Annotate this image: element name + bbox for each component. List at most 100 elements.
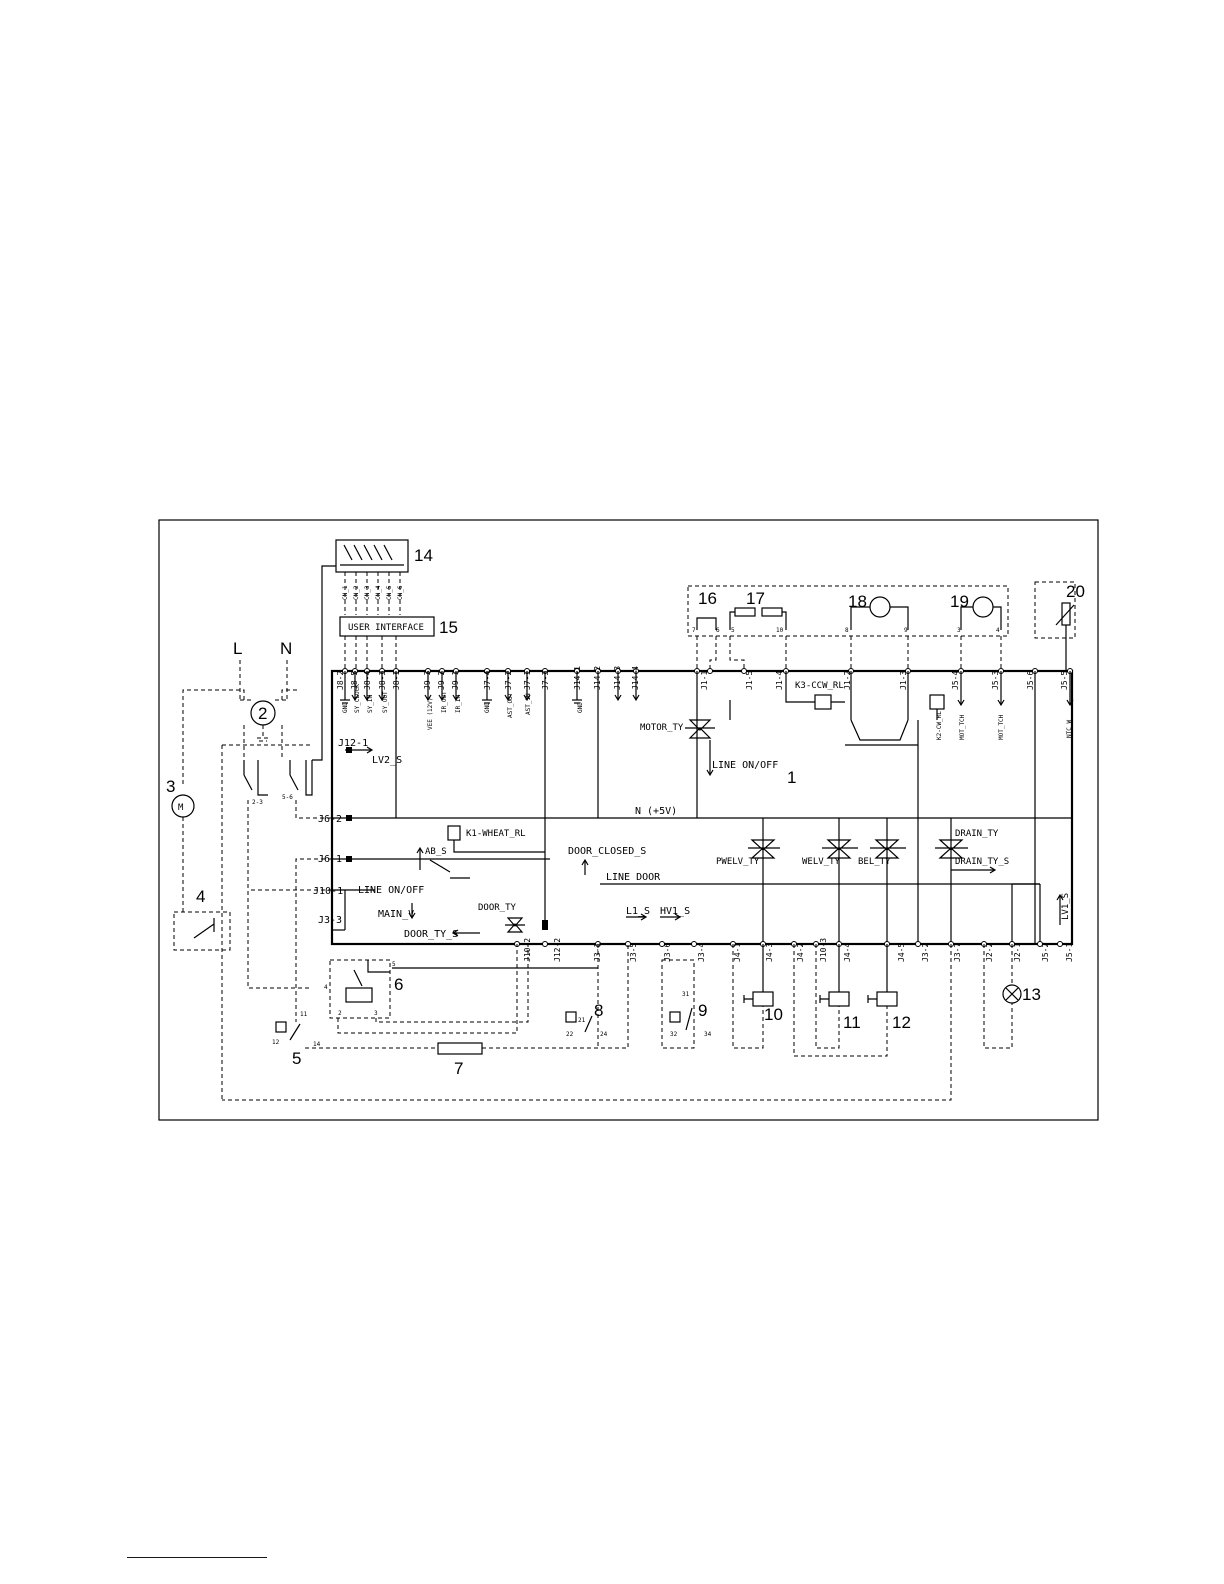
label-2: 2 (258, 704, 267, 723)
label-12: 12 (892, 1013, 911, 1032)
svg-text:M: M (178, 803, 184, 813)
user-interface-label: USER INTERFACE (348, 623, 424, 633)
motor-18 (869, 596, 891, 618)
svg-text:CN_4: CN_4 (375, 585, 382, 600)
top-pin-stubs (340, 671, 1074, 944)
svg-text:34: 34 (704, 1031, 712, 1038)
svg-text:VEE (12V): VEE (12V) (427, 697, 434, 730)
selector-contacts (340, 544, 404, 566)
main-v-label: MAIN_V (378, 909, 414, 920)
svg-text:J1-1: J1-1 (700, 671, 709, 690)
supply-n-label: N (280, 639, 292, 658)
line-onoff-left: LINE ON/OFF (358, 885, 424, 896)
pressure-switch-9 (669, 1011, 681, 1023)
svg-text:J5-3: J5-3 (991, 671, 1000, 690)
svg-text:MOT_TCH: MOT_TCH (959, 714, 966, 740)
label-4: 4 (196, 887, 205, 906)
svg-text:9: 9 (904, 627, 908, 634)
selector-switch-14 (335, 539, 409, 573)
label-18: 18 (848, 592, 867, 611)
heater-17a (734, 607, 756, 617)
bottom-pin-labels: J10-2 J12-2 J3-1 J3-5 J3-6 J3-4 J4-1 J4-… (523, 938, 1074, 962)
ntc-box (1034, 581, 1076, 639)
svg-text:J3-2: J3-2 (921, 943, 930, 962)
svg-text:21: 21 (578, 1017, 586, 1024)
valve-10 (752, 991, 774, 1007)
svg-text:CN_3: CN_3 (364, 585, 371, 600)
svg-text:J3-4: J3-4 (697, 943, 706, 962)
svg-text:J1-3: J1-3 (899, 671, 908, 690)
door-switch-4 (173, 911, 231, 951)
label-13: 13 (1022, 985, 1041, 1004)
label-1: 1 (787, 768, 796, 787)
pressure-switch-8 (565, 1011, 577, 1023)
lv2-label: LV2_S (372, 755, 402, 766)
label-10: 10 (764, 1005, 783, 1024)
line-onoff-label: LINE ON/OFF (712, 760, 778, 771)
svg-text:SY_IN: SY_IN (367, 695, 374, 713)
ribbon-wires: CN_1 CN_2 CN_3 CN_4 CN_5 CN_6 (342, 572, 404, 615)
door-ty-s-label: DOOR_TY_S (404, 929, 458, 940)
svg-text:31: 31 (682, 991, 690, 998)
svg-text:J3-5: J3-5 (629, 943, 638, 962)
svg-text:GND: GND (577, 702, 584, 713)
load-terminals: 7 6 5 10 8 9 3 4 (692, 627, 1000, 634)
label-14: 14 (414, 546, 433, 565)
svg-text:J5-6: J5-6 (1026, 671, 1035, 690)
svg-text:GND: GND (484, 702, 491, 713)
svg-text:22: 22 (566, 1031, 574, 1038)
label-19: 19 (950, 592, 969, 611)
svg-text:J12-2: J12-2 (553, 938, 562, 962)
svg-text:3: 3 (374, 1010, 378, 1017)
svg-text:J3-3: J3-3 (318, 915, 342, 926)
label-17: 17 (746, 589, 765, 608)
svg-text:IR_IN: IR_IN (455, 695, 462, 713)
svg-text:J1-2: J1-2 (843, 671, 852, 690)
svg-text:7: 7 (692, 627, 696, 634)
svg-text:AST_OUT: AST_OUT (507, 692, 514, 718)
j12-label: J12-1 (338, 738, 368, 749)
footnote-rule (127, 1557, 267, 1558)
svg-text:J2-1: J2-1 (1013, 943, 1022, 962)
user-interface-box (339, 616, 435, 637)
svg-text:SY_CLOCK: SY_CLOCK (354, 684, 361, 713)
svg-text:J8-2: J8-2 (336, 671, 345, 690)
main-board (330, 669, 1074, 946)
svg-text:10: 10 (776, 627, 784, 634)
svg-text:J5-5: J5-5 (1060, 671, 1069, 690)
lv1-label: LV1_S (1061, 893, 1071, 920)
svg-text:J5-1: J5-1 (1065, 943, 1074, 962)
svg-text:14: 14 (313, 1041, 321, 1048)
level-group-9 (661, 959, 695, 1049)
svg-text:AST_IN: AST_IN (525, 693, 532, 715)
door-ty-label: DOOR_TY (478, 903, 517, 913)
valve-12 (876, 991, 898, 1007)
svg-text:GND: GND (342, 702, 349, 713)
svg-text:SY_OUT: SY_OUT (382, 691, 389, 713)
svg-text:2-3: 2-3 (252, 799, 263, 806)
svg-text:NTC_W: NTC_W (1066, 720, 1073, 738)
motor-ty-label: MOTOR_TY (640, 723, 684, 733)
svg-text:MOT_TCH: MOT_TCH (998, 714, 1005, 740)
load-group (687, 585, 1009, 637)
svg-text:J1-5: J1-5 (745, 671, 754, 690)
label-20: 20 (1066, 582, 1085, 601)
svg-text:J10-3: J10-3 (819, 938, 828, 962)
svg-text:CN_1: CN_1 (342, 585, 349, 600)
k2-relay (929, 694, 945, 710)
bel-label: BEL_TY (858, 857, 891, 867)
label-7: 7 (454, 1059, 463, 1078)
tacho-19 (972, 596, 994, 618)
svg-text:J1-4: J1-4 (775, 671, 784, 690)
label-11: 11 (843, 1013, 861, 1032)
svg-text:24: 24 (600, 1031, 608, 1038)
svg-text:J5-4: J5-4 (951, 671, 960, 690)
svg-text:IR_OUT: IR_OUT (441, 691, 448, 713)
svg-text:J4-5: J4-5 (897, 943, 906, 962)
pressure-switch-5 (275, 1021, 287, 1033)
label-16: 16 (698, 589, 717, 608)
door-closed-label: DOOR_CLOSED_S (568, 846, 646, 857)
svg-text:5: 5 (731, 627, 735, 634)
svg-text:J3-6: J3-6 (663, 943, 672, 962)
